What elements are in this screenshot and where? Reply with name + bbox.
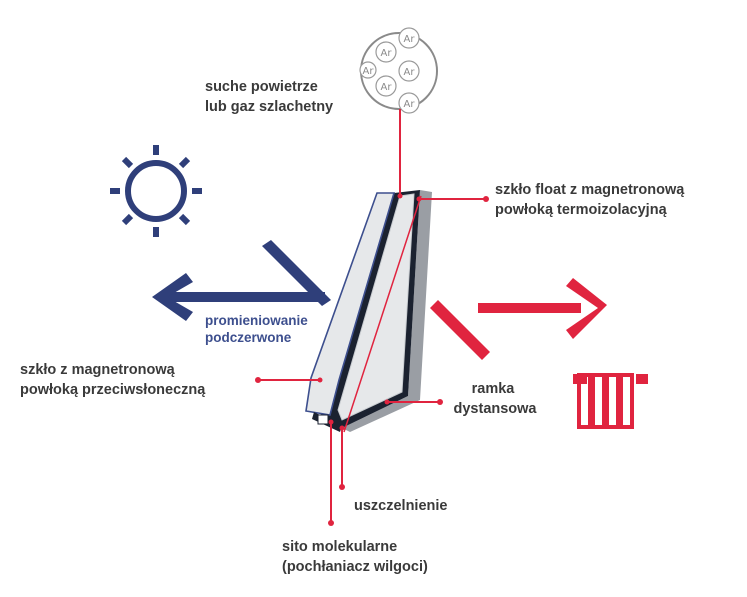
argon-atom-label: Ar bbox=[381, 48, 393, 59]
float-glass-label: szkło float z magnetronową powłoką termo… bbox=[495, 182, 688, 218]
argon-atoms-icon: Ar Ar Ar Ar Ar Ar bbox=[359, 27, 438, 114]
infrared-label: promieniowanie podczerwone bbox=[205, 313, 312, 345]
gas-label: suche powietrze lub gaz szlachetny bbox=[205, 79, 333, 115]
solar-glass-pane bbox=[305, 192, 396, 416]
argon-atom-label: Ar bbox=[404, 67, 416, 78]
argon-atom-label: Ar bbox=[363, 66, 375, 77]
argon-atom-label: Ar bbox=[404, 34, 416, 45]
leader-lines bbox=[255, 109, 489, 526]
solar-glass-label: szkło z magnetronową powłoką przeciwsłon… bbox=[20, 362, 206, 398]
radiator-icon bbox=[573, 373, 648, 429]
argon-atom-label: Ar bbox=[404, 99, 416, 110]
seal-label: uszczelnienie bbox=[354, 498, 447, 514]
sun-icon bbox=[110, 145, 202, 237]
spacer-label: ramka dystansowa bbox=[454, 381, 538, 417]
float-glass-pane bbox=[337, 193, 415, 421]
infrared-arrow bbox=[152, 240, 331, 321]
heat-arrow bbox=[430, 278, 607, 360]
glass-unit bbox=[305, 190, 432, 433]
argon-atom-label: Ar bbox=[381, 82, 393, 93]
sieve-label: sito molekularne (pochłaniacz wilgoci) bbox=[282, 539, 428, 575]
